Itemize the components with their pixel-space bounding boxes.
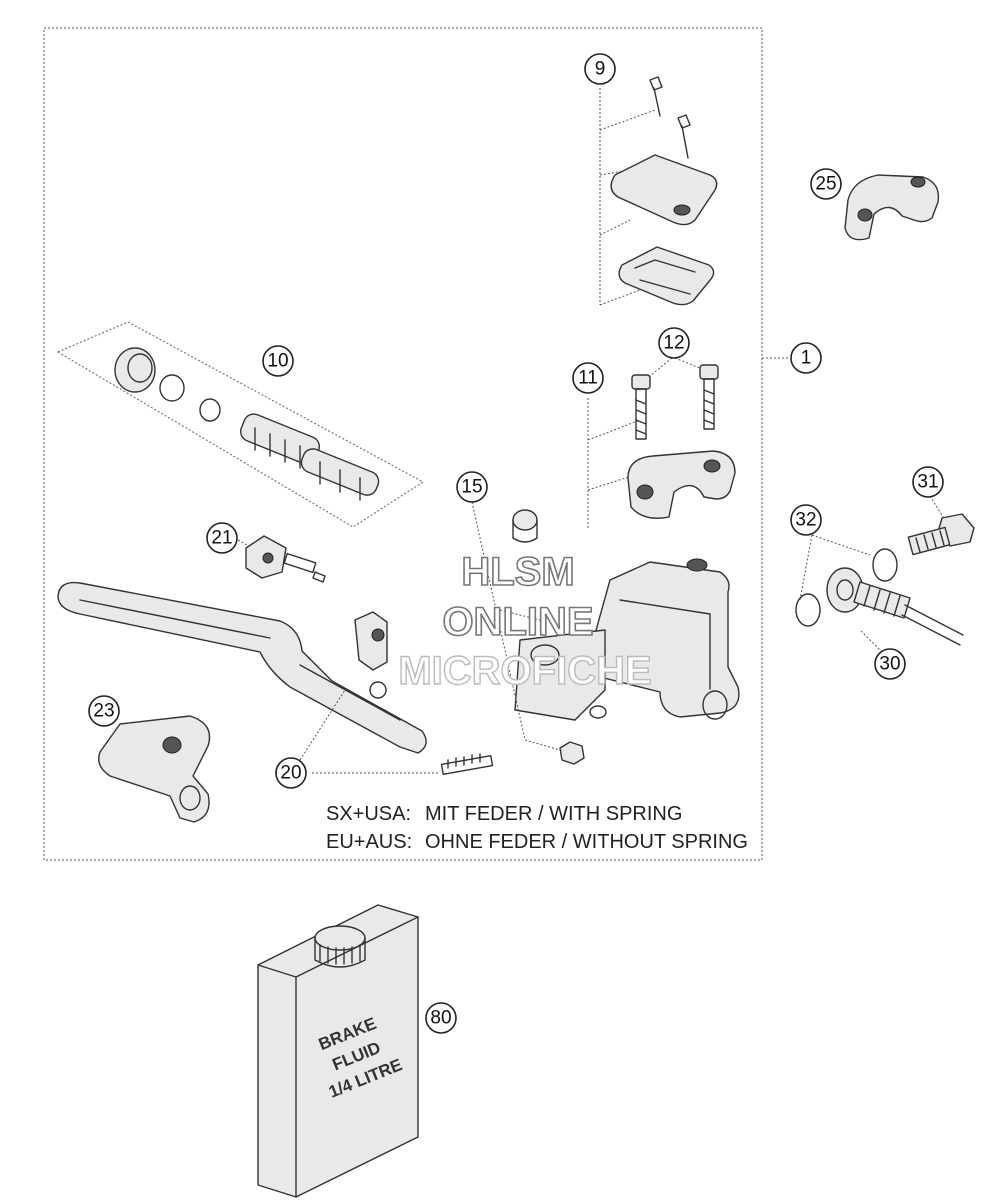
callout-30-number: 30 (879, 654, 900, 675)
part-30-31-32-banjo (795, 495, 975, 656)
callout-10-number: 10 (267, 351, 288, 372)
callout-80: 80 (425, 1002, 457, 1034)
callout-21-number: 21 (211, 528, 232, 549)
callout-32-number: 32 (795, 510, 816, 531)
part-9-reservoir-cover (599, 76, 718, 306)
callout-32: 32 (790, 504, 822, 536)
part-21-adjuster (237, 535, 326, 583)
assembly-frame (43, 27, 763, 861)
part-20-pin (299, 689, 494, 775)
part-10-seal-kit (56, 321, 425, 528)
watermark-line-1: HLSM (461, 550, 574, 594)
note-text-1: MIT FEDER / WITH SPRING (425, 803, 682, 825)
part-80-brake-fluid-bottle: BRAKE FLUID 1/4 LITRE (257, 904, 419, 1198)
part-11-12-clamp (587, 357, 736, 530)
callout-11-number: 11 (578, 368, 598, 389)
callout-20-number: 20 (280, 763, 301, 784)
callout-15-number: 15 (461, 477, 482, 498)
callout-1-number: 1 (801, 348, 812, 369)
callout-15: 15 (456, 471, 488, 503)
callout-31: 31 (912, 466, 944, 498)
part-23-bracket (98, 715, 211, 823)
callout-12-number: 12 (663, 333, 684, 354)
watermark: HLSM ONLINE MICROFICHE (398, 549, 653, 694)
callout-10: 10 (262, 345, 294, 377)
callout-20: 20 (275, 757, 307, 789)
callout-11: 11 (572, 362, 604, 394)
callout-23: 23 (88, 695, 120, 727)
callout-25: 25 (810, 168, 842, 200)
watermark-line-2: ONLINE (442, 600, 593, 644)
callout-12: 12 (658, 327, 690, 359)
note-code-1: SX+USA: (326, 803, 411, 825)
note-text-2: OHNE FEDER / WITHOUT SPRING (425, 831, 748, 853)
brake-lever (57, 581, 427, 754)
callout-1: 1 (790, 342, 822, 374)
part-15-leader (471, 501, 561, 751)
callout-80-number: 80 (430, 1008, 451, 1029)
callout-30: 30 (874, 648, 906, 680)
callout-31-number: 31 (917, 472, 938, 493)
callout-9: 9 (584, 53, 616, 85)
part-25-clamp (844, 174, 940, 241)
callout-23-number: 23 (93, 701, 114, 722)
watermark-line-3: MICROFICHE (398, 649, 651, 693)
notes: SX+USA: MIT FEDER / WITH SPRING EU+AUS: … (326, 803, 748, 853)
callout-25-number: 25 (815, 174, 836, 195)
callout-21: 21 (206, 522, 238, 554)
master-cylinder-body (512, 509, 740, 765)
note-code-2: EU+AUS: (326, 831, 412, 853)
callout-9-number: 9 (595, 59, 606, 80)
